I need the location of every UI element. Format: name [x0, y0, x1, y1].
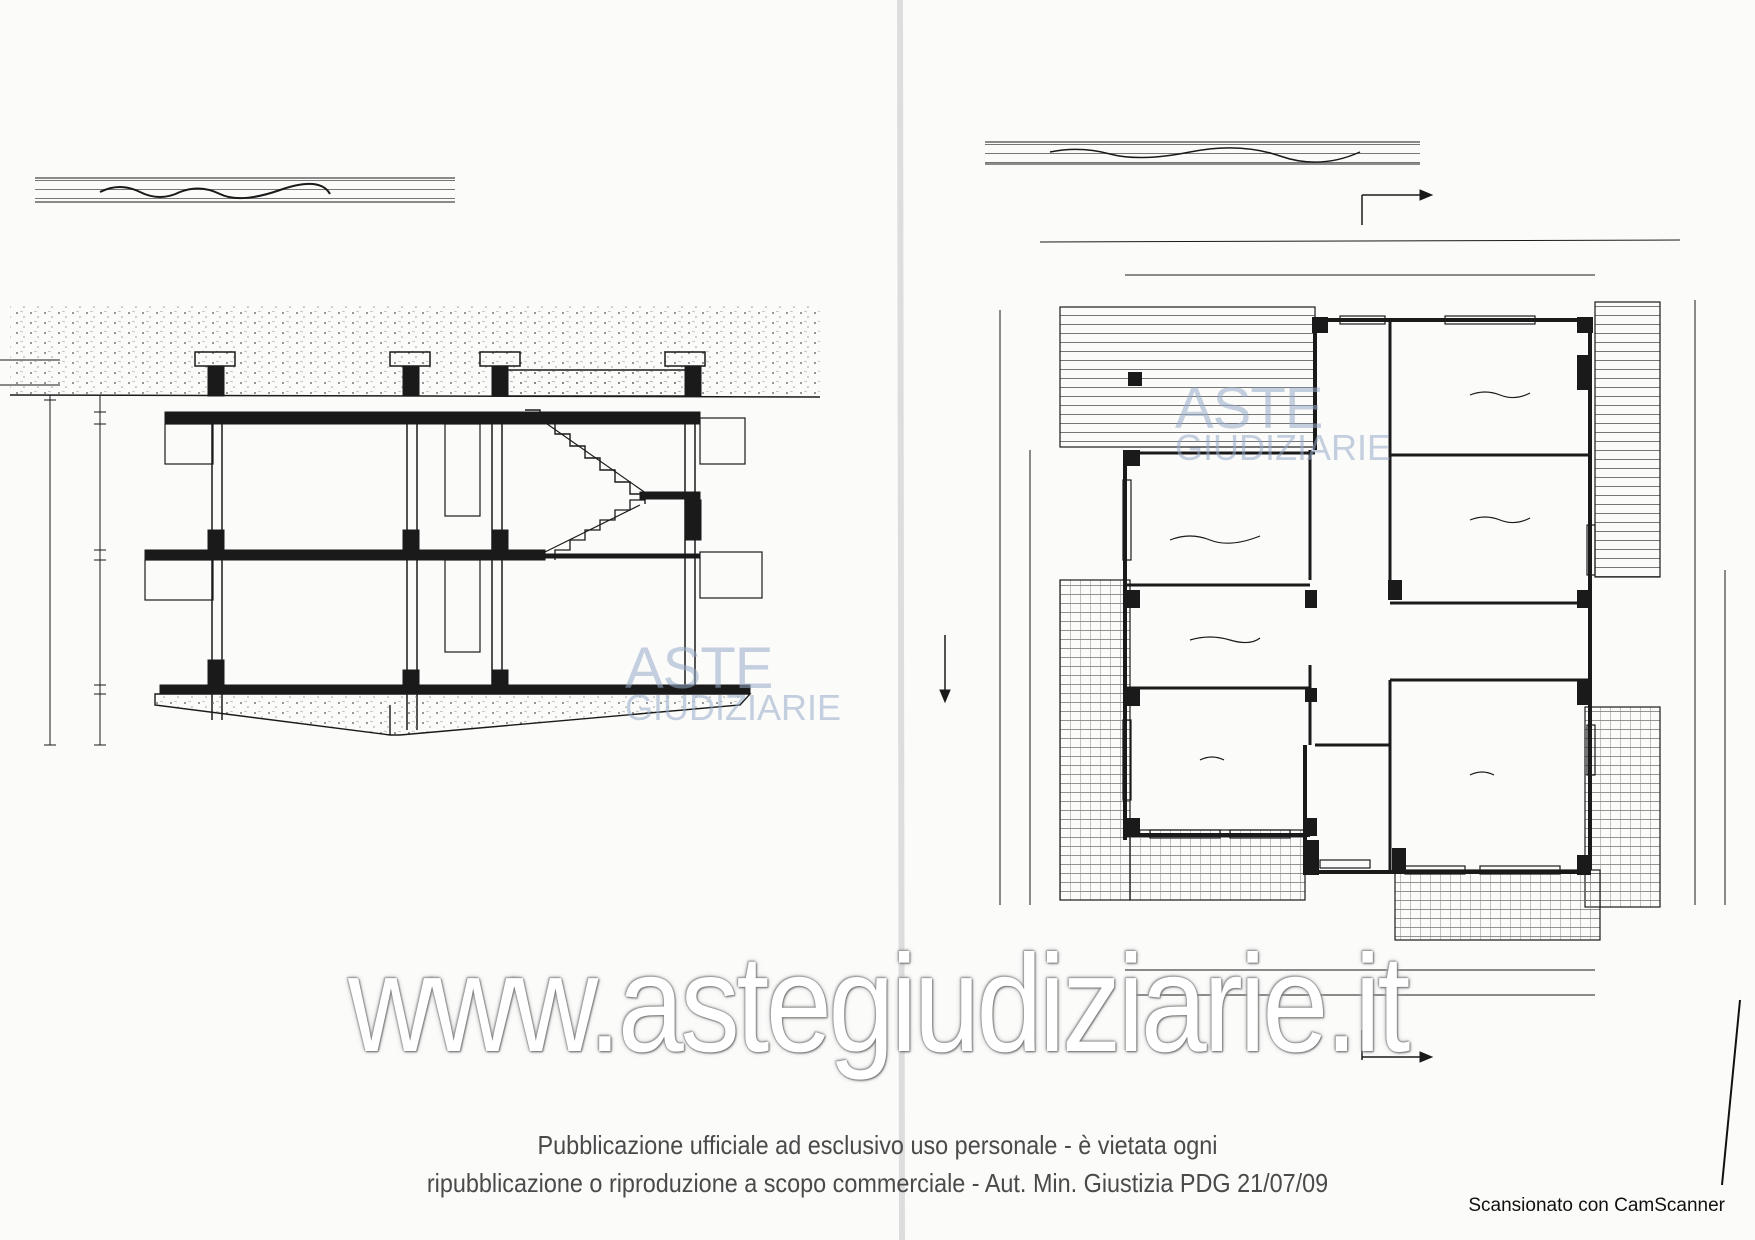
logo-main: ASTE: [625, 636, 773, 701]
page-fold: [897, 0, 905, 1240]
scanner-credit: Scansionato con CamScanner: [1468, 1195, 1725, 1216]
watermark-logo-section: ASTE GIUDIZIARIE: [625, 640, 841, 726]
disclaimer-line-2: ripubblicazione o riproduzione a scopo c…: [426, 1168, 1329, 1198]
watermark-site-url: www.astegiudiziarie.it: [348, 927, 1410, 1081]
watermark-logo-plan: ASTE GIUDIZIARIE: [1175, 380, 1391, 466]
logo-main: ASTE: [1175, 376, 1323, 441]
section-drawing: [0, 177, 821, 746]
floor-plan-drawing: [939, 141, 1726, 1063]
logo-sub: GIUDIZIARIE: [1175, 427, 1392, 468]
disclaimer-line-1: Pubblicazione ufficiale ad esclusivo uso…: [537, 1130, 1218, 1160]
logo-sub: GIUDIZIARIE: [625, 687, 842, 728]
